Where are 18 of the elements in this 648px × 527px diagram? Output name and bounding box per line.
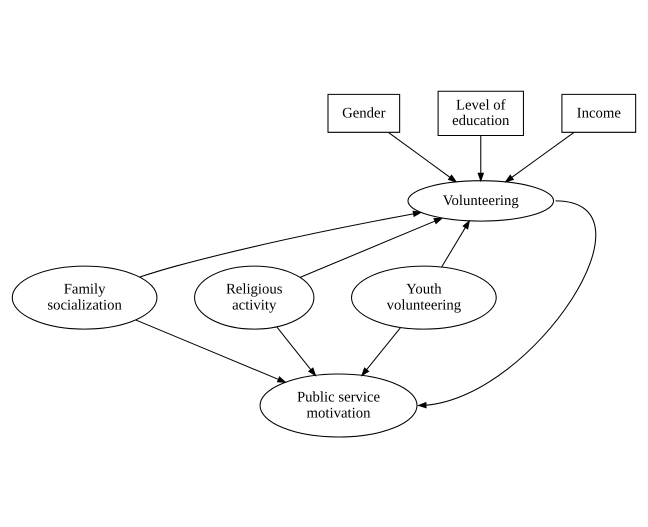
arrow xyxy=(417,200,596,408)
arrow xyxy=(477,135,484,182)
arrow xyxy=(135,318,287,382)
arrow xyxy=(360,326,402,376)
arrow xyxy=(276,326,316,376)
node-box: Gender xyxy=(327,93,400,132)
node-ellipse: Family socialization xyxy=(12,265,158,330)
arrow xyxy=(441,219,470,267)
node-box: Level of education xyxy=(438,90,524,136)
node-ellipse: Religious activity xyxy=(194,265,314,330)
arrow xyxy=(139,210,422,278)
node-ellipse: Volunteering xyxy=(407,180,554,222)
arrow xyxy=(300,217,444,278)
arrow xyxy=(504,132,574,182)
arrow xyxy=(388,132,458,182)
node-ellipse: Youth volunteering xyxy=(350,265,497,330)
node-box: Income xyxy=(561,93,636,132)
node-ellipse: Public service motivation xyxy=(260,372,418,438)
